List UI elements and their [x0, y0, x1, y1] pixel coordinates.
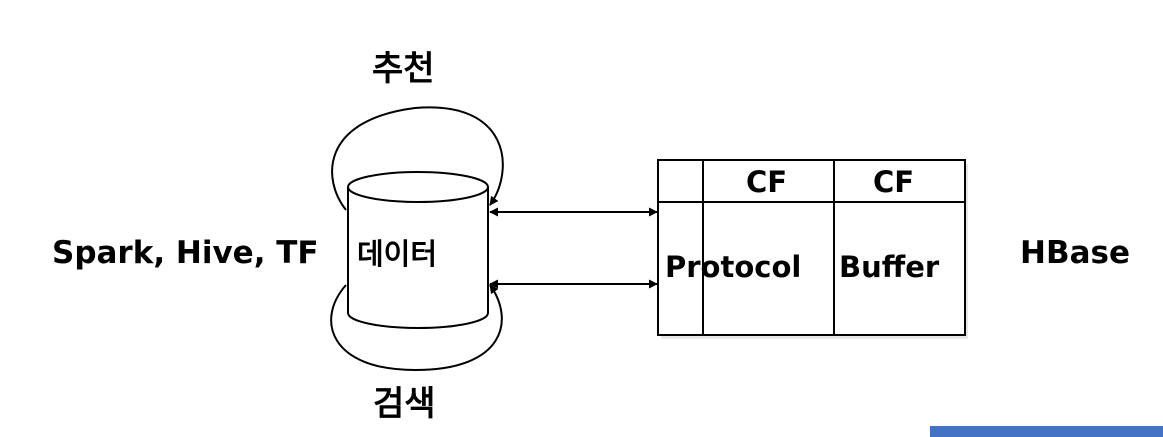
- buffer-text: Buffer: [839, 250, 940, 284]
- top-loop-arrow: [331, 106, 504, 211]
- protocol-text: Protocol: [665, 250, 802, 284]
- hbase-table: [657, 159, 968, 339]
- search-label: 검색: [373, 384, 436, 424]
- database-label: 데이터: [357, 237, 438, 271]
- hbase-label: HBase: [1020, 235, 1130, 271]
- column-family-header-2: CF: [873, 165, 915, 199]
- corner-accent-bar: [930, 426, 1163, 437]
- bottom-loop-arrow: [330, 284, 503, 372]
- database-cylinder: [347, 171, 489, 329]
- tools-label: Spark, Hive, TF: [52, 235, 319, 271]
- recommendation-label: 추천: [372, 49, 435, 89]
- column-family-header-1: CF: [746, 165, 788, 199]
